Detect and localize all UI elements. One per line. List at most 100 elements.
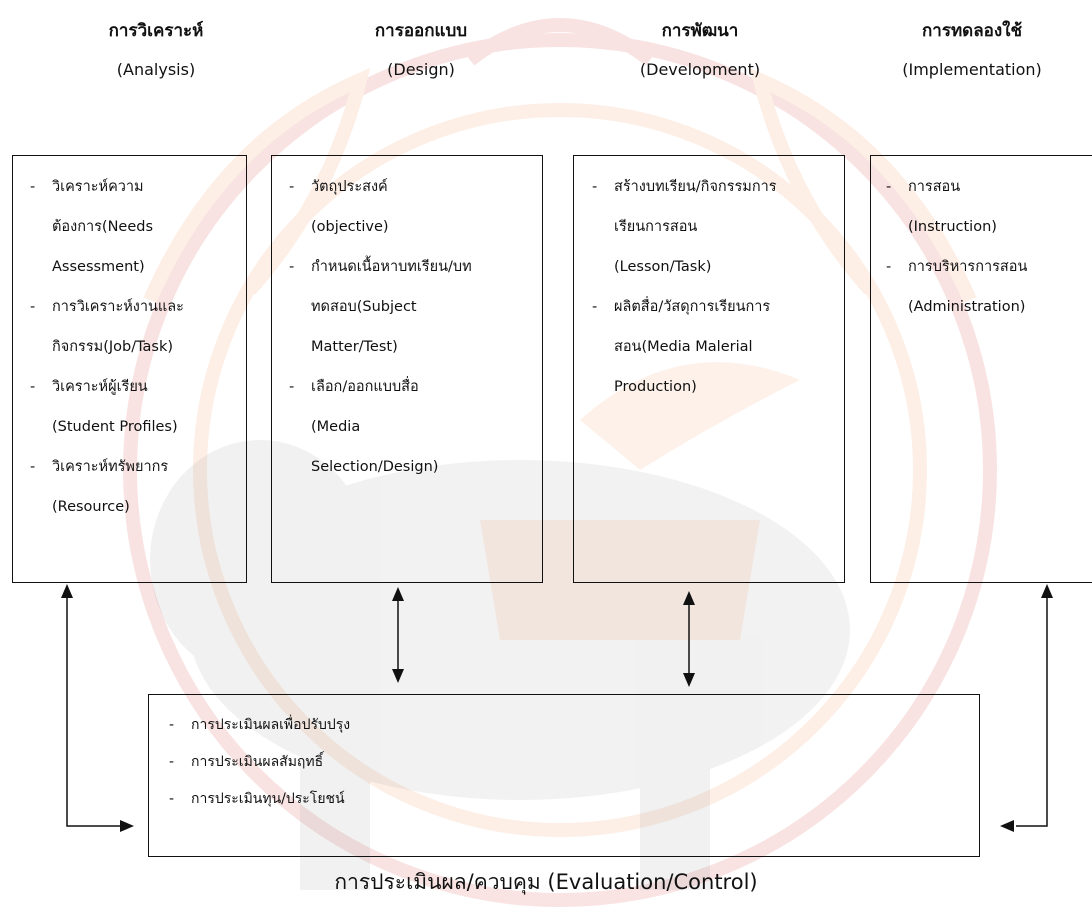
item-line: Selection/Design): [311, 459, 439, 475]
implementation-eval-connector: [1016, 596, 1048, 827]
implementation-items: - การสอน (Instruction) - การบริหารการสอน…: [886, 167, 1027, 327]
bullet-dash: -: [30, 459, 36, 475]
design-items: - วัตถุประสงค์ (objective) - กำหนดเนื้อห…: [289, 167, 472, 487]
analysis-box: [12, 155, 247, 583]
item-line: การวิเคราะห์งานและ: [52, 299, 184, 315]
bullet-dash: -: [30, 379, 36, 395]
item-line: (Lesson/Task): [614, 259, 712, 275]
phase-heading-design: การออกแบบ (Design): [301, 20, 541, 81]
bullet-dash: -: [169, 717, 175, 733]
bullet-dash: -: [30, 179, 36, 195]
item-line: Assessment): [52, 259, 145, 275]
design-box: [271, 155, 543, 583]
phase-title-th: การทดลองใช้: [922, 21, 1022, 41]
phase-heading-implementation: การทดลองใช้ (Implementation): [852, 20, 1092, 81]
analysis-eval-connector: [66, 596, 122, 827]
list-item: -การประเมินผลสัมฤทธิ์: [169, 744, 350, 781]
phase-title-th: การพัฒนา: [661, 21, 739, 41]
watermark-ring-inner: [193, 103, 927, 837]
item-line: สร้างบทเรียน/กิจกรรมการ: [614, 179, 777, 195]
item-line: วัตถุประสงค์: [311, 179, 388, 195]
phase-title-en: (Development): [639, 60, 761, 79]
item-line: การประเมินผลเพื่อปรับปรุง: [191, 717, 351, 733]
list-item: - วิเคราะห์ผู้เรียน (Student Profiles): [30, 367, 184, 447]
bullet-dash: -: [592, 299, 598, 315]
phase-title-en: (Implementation): [902, 60, 1042, 79]
list-item: - การวิเคราะห์งานและ กิจกรรม(Job/Task): [30, 287, 184, 367]
item-line: (Media: [311, 419, 361, 435]
evaluation-box: -การประเมินผลเพื่อปรับปรุง -การประเมินผล…: [148, 694, 980, 857]
implementation-box: [870, 155, 1092, 583]
arrow-head-left: [1000, 820, 1014, 832]
list-item: - วิเคราะห์ความ ต้องการ(Needs Assessment…: [30, 167, 184, 287]
phase-title-en: (Design): [387, 60, 455, 79]
list-item: - การสอน (Instruction): [886, 167, 1027, 247]
list-item: - สร้างบทเรียน/กิจกรรมการ เรียนการสอน (L…: [592, 167, 777, 287]
arrow-head-down: [683, 673, 695, 687]
item-line: สอน(Media Malerial: [614, 339, 753, 355]
watermark-ring-outer: [123, 33, 997, 907]
bullet-dash: -: [169, 791, 175, 807]
item-line: (Administration): [908, 299, 1026, 315]
arrow-head-up: [683, 591, 695, 605]
list-item: -การประเมินผลเพื่อปรับปรุง: [169, 707, 350, 744]
item-line: เลือก/ออกแบบสื่อ: [311, 379, 419, 395]
phase-heading-analysis: การวิเคราะห์ (Analysis): [36, 20, 276, 81]
item-line: เรียนการสอน: [614, 219, 698, 235]
arrow-head-right: [120, 820, 134, 832]
list-item: - ผลิตสื่อ/วัสดุการเรียนการ สอน(Media Ma…: [592, 287, 777, 407]
watermark-flame-top: [465, 18, 655, 66]
item-line: ต้องการ(Needs: [52, 219, 154, 235]
item-line: Production): [614, 379, 697, 395]
phase-heading-development: การพัฒนา (Development): [580, 20, 820, 81]
bullet-dash: -: [886, 179, 892, 195]
bullet-dash: -: [289, 179, 295, 195]
item-line: (Resource): [52, 499, 130, 515]
bullet-dash: -: [886, 259, 892, 275]
item-line: (Student Profiles): [52, 419, 178, 435]
list-item: - วิเคราะห์ทรัพยากร (Resource): [30, 447, 184, 527]
item-line: การบริหารการสอน: [908, 259, 1028, 275]
phase-title-th: การออกแบบ: [374, 21, 468, 41]
bullet-dash: -: [169, 754, 175, 770]
evaluation-title: การประเมินผล/ควบคุม (Evaluation/Control): [334, 870, 758, 894]
watermark-flame-left: [143, 67, 371, 303]
item-line: การสอน: [908, 179, 961, 195]
item-line: (objective): [311, 219, 389, 235]
list-item: - วัตถุประสงค์ (objective): [289, 167, 472, 247]
bullet-dash: -: [30, 299, 36, 315]
list-item: -การประเมินทุน/ประโยชน์: [169, 781, 350, 818]
list-item: - เลือก/ออกแบบสื่อ (Media Selection/Desi…: [289, 367, 472, 487]
item-line: วิเคราะห์ความ: [52, 179, 144, 195]
item-line: การประเมินทุน/ประโยชน์: [191, 791, 345, 807]
development-box: [573, 155, 845, 583]
watermark-flame-right: [749, 67, 977, 303]
item-line: (Instruction): [908, 219, 997, 235]
bullet-dash: -: [289, 259, 295, 275]
item-line: ผลิตสื่อ/วัสดุการเรียนการ: [614, 299, 771, 315]
bullet-dash: -: [592, 179, 598, 195]
list-item: - การบริหารการสอน (Administration): [886, 247, 1027, 327]
phase-title-th: การวิเคราะห์: [108, 21, 204, 41]
item-line: Matter/Test): [311, 339, 398, 355]
item-line: การประเมินผลสัมฤทธิ์: [191, 754, 324, 770]
item-line: วิเคราะห์ผู้เรียน: [52, 379, 148, 395]
item-line: ทดสอบ(Subject: [311, 299, 417, 315]
analysis-items: - วิเคราะห์ความ ต้องการ(Needs Assessment…: [30, 167, 184, 527]
arrow-head-up: [392, 587, 404, 601]
arrow-head-up: [1041, 584, 1053, 598]
item-line: กำหนดเนื้อหาบทเรียน/บท: [311, 259, 472, 275]
watermark-elephant-head: [150, 440, 370, 680]
watermark-tail: [580, 362, 800, 470]
watermark-saddle: [480, 520, 760, 640]
item-line: วิเคราะห์ทรัพยากร: [52, 459, 169, 475]
watermark-elephant-body: [190, 460, 850, 800]
watermark-elephant-leg-2: [640, 720, 710, 890]
item-line: กิจกรรม(Job/Task): [52, 339, 174, 355]
bullet-dash: -: [289, 379, 295, 395]
development-items: - สร้างบทเรียน/กิจกรรมการ เรียนการสอน (L…: [592, 167, 777, 407]
watermark-elephant-leg-1: [300, 720, 370, 890]
arrow-head-down: [392, 669, 404, 683]
